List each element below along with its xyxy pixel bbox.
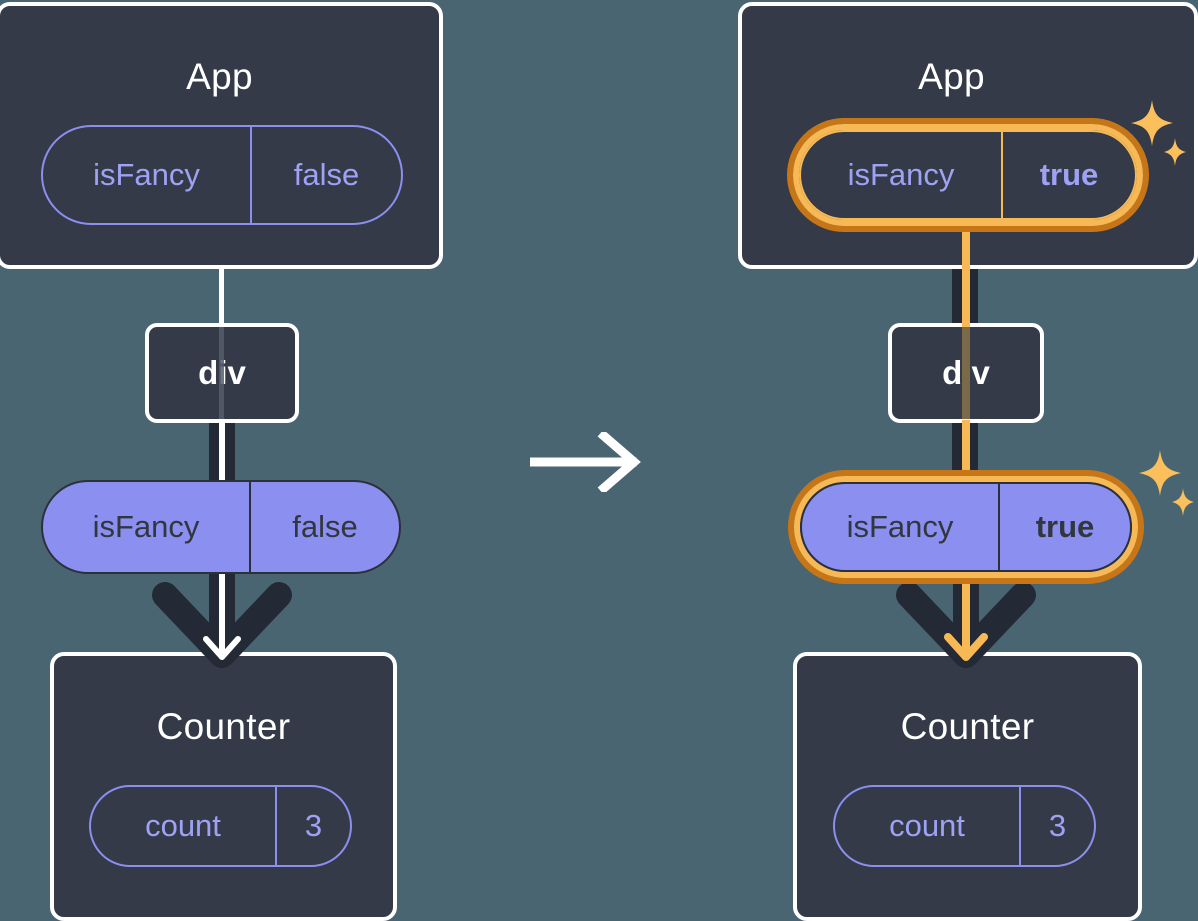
counter-state-pill-value-before: 3	[275, 787, 350, 865]
app-title-after: App	[918, 56, 985, 97]
app-state-pill-value-after: true	[1001, 132, 1135, 218]
app-state-pill-name-before: isFancy	[93, 157, 200, 192]
sparkle-icon-props-after	[1139, 450, 1194, 516]
connector-app-to-div-before	[219, 265, 224, 327]
flow-line-inner-div-to-props-before	[219, 420, 225, 482]
props-pill-value-after: true	[998, 484, 1130, 570]
app-state-pill-before: isFancy false	[41, 125, 403, 225]
connector-through-div-after	[962, 327, 970, 419]
transition-arrow-icon	[530, 432, 641, 492]
counter-state-pill-name-after: count	[889, 808, 965, 843]
props-pill-highlight-after	[788, 470, 1144, 584]
counter-state-pill-value-after: 3	[1019, 787, 1094, 865]
sparkle-icon-app-after	[1131, 100, 1186, 166]
flow-line-inner-app-to-div-after	[962, 225, 970, 327]
app-state-pill-after: isFancy true	[799, 130, 1137, 220]
counter-state-pill-before: count 3	[89, 785, 352, 867]
props-pill-value-before: false	[249, 482, 399, 572]
flow-line-inner-div-to-props-after	[962, 420, 970, 482]
counter-state-pill-after: count 3	[833, 785, 1096, 867]
connector-through-div-before	[219, 327, 224, 419]
flow-arrow-before	[152, 565, 292, 668]
counter-state-pill-name-before: count	[145, 808, 221, 843]
counter-title-after: Counter	[900, 706, 1035, 747]
props-pill-name-after: isFancy	[846, 509, 954, 544]
app-title-before: App	[186, 56, 253, 97]
counter-title-before: Counter	[156, 706, 291, 747]
props-pill-after: isFancy true	[800, 482, 1132, 572]
props-pill-before: isFancy false	[41, 480, 401, 574]
app-state-pill-highlight-after	[787, 118, 1149, 232]
props-pill-name-before: isFancy	[92, 509, 200, 544]
app-state-pill-value-before: false	[250, 127, 401, 223]
app-state-pill-name-after: isFancy	[847, 157, 955, 192]
